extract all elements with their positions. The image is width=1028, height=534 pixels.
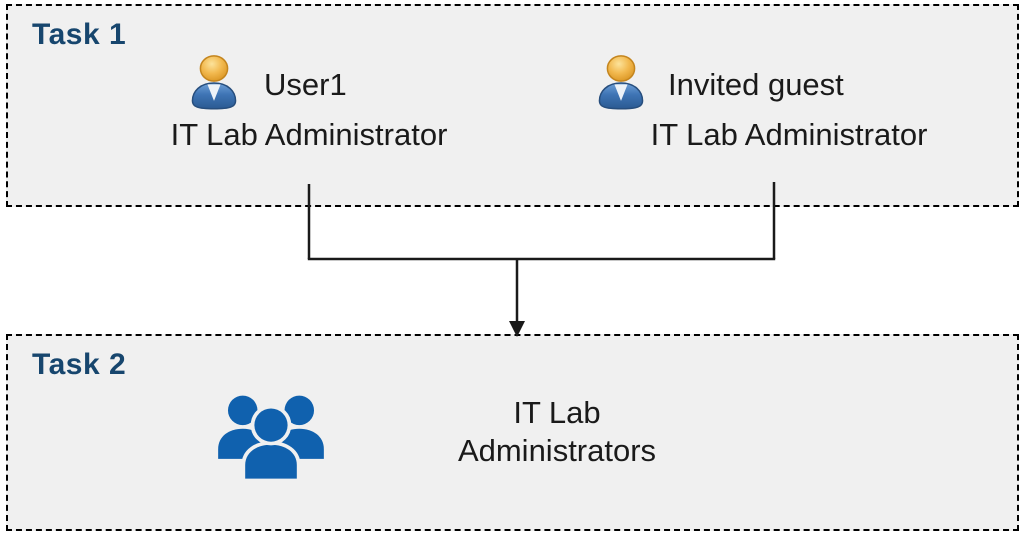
person-icon [598,55,644,110]
person1-name: User1 [264,67,347,102]
task1-box: Task 1 [6,4,1019,207]
person2-role: IT Lab Administrator [650,117,928,152]
person2-name: Invited guest [668,67,844,102]
task1-label: Task 1 [32,18,127,51]
group-name-line1: IT Lab [513,395,601,430]
person-icon [191,55,237,110]
people-group-icon [218,395,324,483]
group-name-line2: Administrators [457,433,657,468]
group-name: IT Lab Administrators [392,394,722,470]
person1-role: IT Lab Administrator [170,117,448,152]
task2-label: Task 2 [32,348,127,381]
task2-box: Task 2 [6,334,1019,531]
